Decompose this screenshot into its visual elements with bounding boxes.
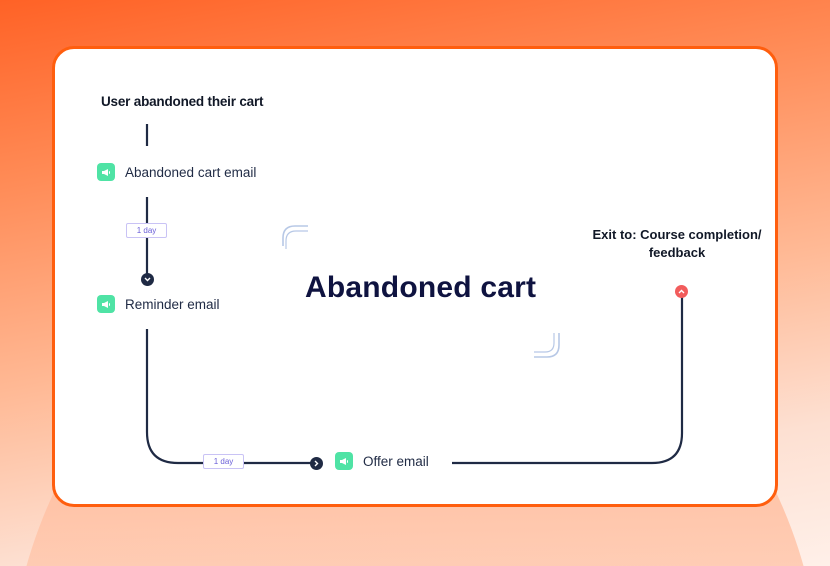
megaphone-icon bbox=[97, 295, 115, 313]
exit-label: Exit to: Course completion/ feedback bbox=[592, 227, 762, 260]
chevron-up-icon[interactable] bbox=[675, 285, 688, 298]
megaphone-icon bbox=[97, 163, 115, 181]
step-label: Reminder email bbox=[125, 296, 220, 312]
diagram-card bbox=[52, 46, 778, 507]
step-label: Offer email bbox=[363, 453, 429, 469]
chevron-right-icon bbox=[310, 457, 323, 470]
step-label: Abandoned cart email bbox=[125, 164, 257, 180]
megaphone-icon bbox=[335, 452, 353, 470]
step-reminder-email[interactable]: Reminder email bbox=[97, 295, 220, 313]
trigger-label: User abandoned their cart bbox=[101, 94, 264, 109]
diagram-title: Abandoned cart bbox=[305, 271, 537, 304]
step-offer-email[interactable]: Offer email bbox=[335, 452, 429, 470]
chevron-down-icon bbox=[141, 273, 154, 286]
delay-badge[interactable]: 1 day bbox=[203, 454, 244, 469]
step-abandoned-cart-email[interactable]: Abandoned cart email bbox=[97, 163, 256, 181]
delay-badge[interactable]: 1 day bbox=[126, 223, 167, 238]
